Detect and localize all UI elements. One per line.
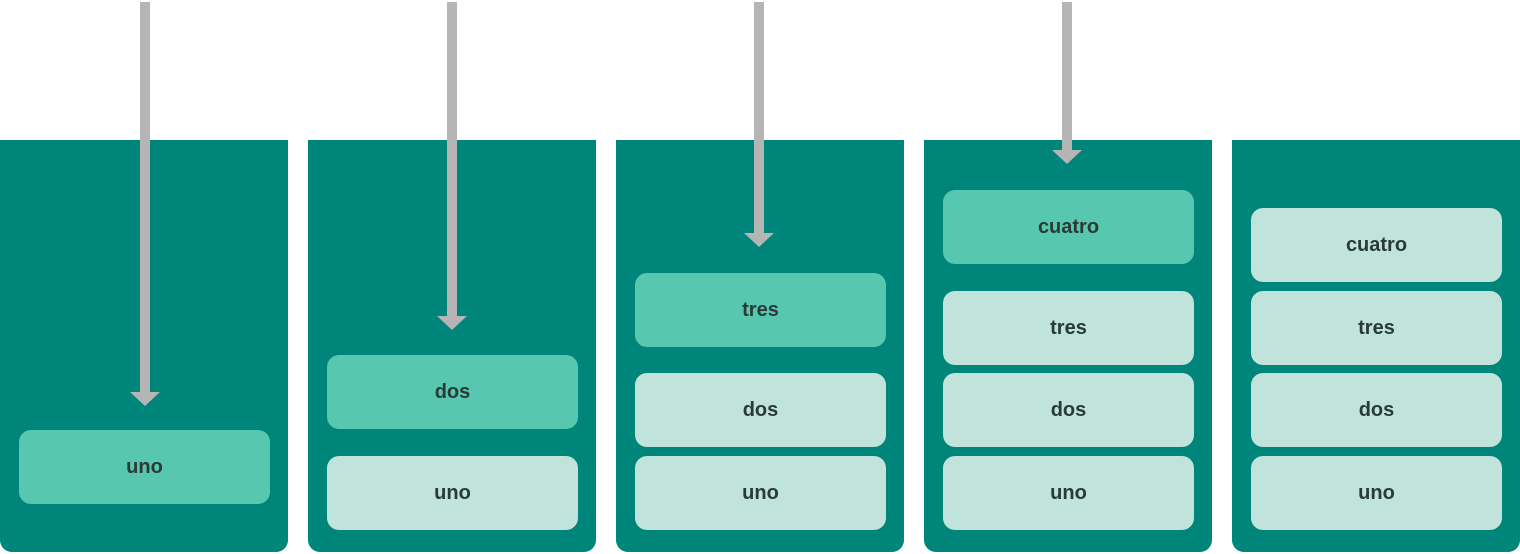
stack-item: dos: [1251, 373, 1502, 447]
stack-5: cuatro tres dos uno: [1232, 140, 1520, 552]
stack-item: cuatro: [1251, 208, 1502, 282]
stack-item: cuatro: [943, 190, 1194, 264]
push-arrow-icon: [130, 2, 160, 406]
stack-item: tres: [635, 273, 886, 347]
stack-item: uno: [19, 430, 270, 504]
stack-item: tres: [1251, 291, 1502, 365]
stack-item: tres: [943, 291, 1194, 365]
stack-item: uno: [943, 456, 1194, 530]
push-arrow-icon: [437, 2, 467, 330]
stack-item: dos: [327, 355, 578, 429]
push-arrow-icon: [744, 2, 774, 247]
stack-item: uno: [635, 456, 886, 530]
stack-4: cuatro tres dos uno: [924, 140, 1212, 552]
stack-item: uno: [327, 456, 578, 530]
stack-item: uno: [1251, 456, 1502, 530]
stack-item: dos: [635, 373, 886, 447]
stack-item: dos: [943, 373, 1194, 447]
push-arrow-icon: [1052, 2, 1082, 164]
